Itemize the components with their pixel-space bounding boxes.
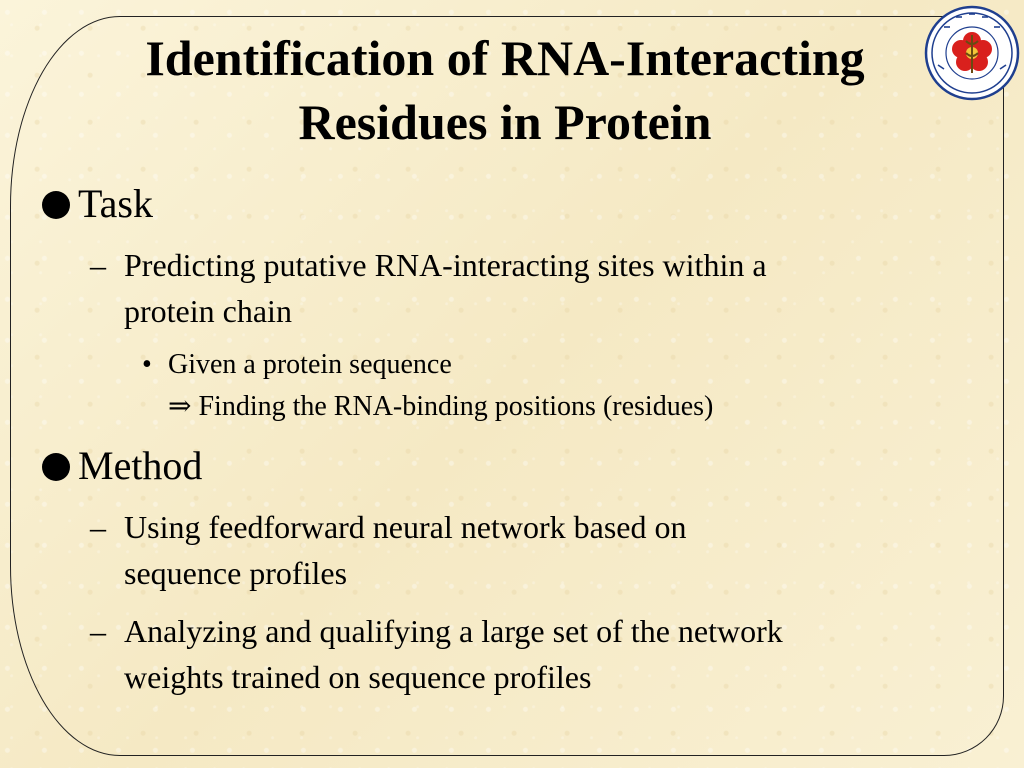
dot-bullet-icon: • <box>142 349 152 380</box>
round-bullet-icon <box>42 191 70 219</box>
section-heading-method: Method <box>78 443 203 488</box>
dash-bullet-icon: – <box>90 247 106 283</box>
title-line-1: Identification of RNA-Interacting <box>145 30 865 86</box>
implies-arrow-icon: ⇒ <box>168 391 192 422</box>
title-line-2: Residues in Protein <box>298 94 712 150</box>
method-item-2-line-2: weights trained on sequence profiles <box>124 659 592 695</box>
university-seal-icon <box>924 5 1020 101</box>
task-subitem-1-line-2: Finding the RNA-binding positions (resid… <box>198 391 714 422</box>
task-item-1: – Predicting putative RNA-interacting si… <box>40 242 980 334</box>
bullet-task: Task <box>40 180 980 228</box>
task-item-1-line-1: Predicting putative RNA-interacting site… <box>124 247 767 283</box>
round-bullet-icon <box>42 453 70 481</box>
task-subitem-1: • Given a protein sequence ⇒ Finding the… <box>40 344 980 428</box>
method-item-2-line-1: Analyzing and qualifying a large set of … <box>124 613 783 649</box>
dash-bullet-icon: – <box>90 613 106 649</box>
method-item-2: – Analyzing and qualifying a large set o… <box>40 608 980 700</box>
slide-frame <box>10 16 1004 756</box>
task-item-1-line-2: protein chain <box>124 293 292 329</box>
section-heading-task: Task <box>78 181 153 226</box>
dash-bullet-icon: – <box>90 509 106 545</box>
task-subitem-1-line-1: Given a protein sequence <box>168 349 452 380</box>
method-item-1: – Using feedforward neural network based… <box>40 504 980 596</box>
bullet-method: Method <box>40 442 980 490</box>
method-item-1-line-1: Using feedforward neural network based o… <box>124 509 687 545</box>
slide-title: Identification of RNA-Interacting Residu… <box>40 26 970 154</box>
method-item-1-line-2: sequence profiles <box>124 555 348 591</box>
slide-body: Task – Predicting putative RNA-interacti… <box>40 180 980 700</box>
